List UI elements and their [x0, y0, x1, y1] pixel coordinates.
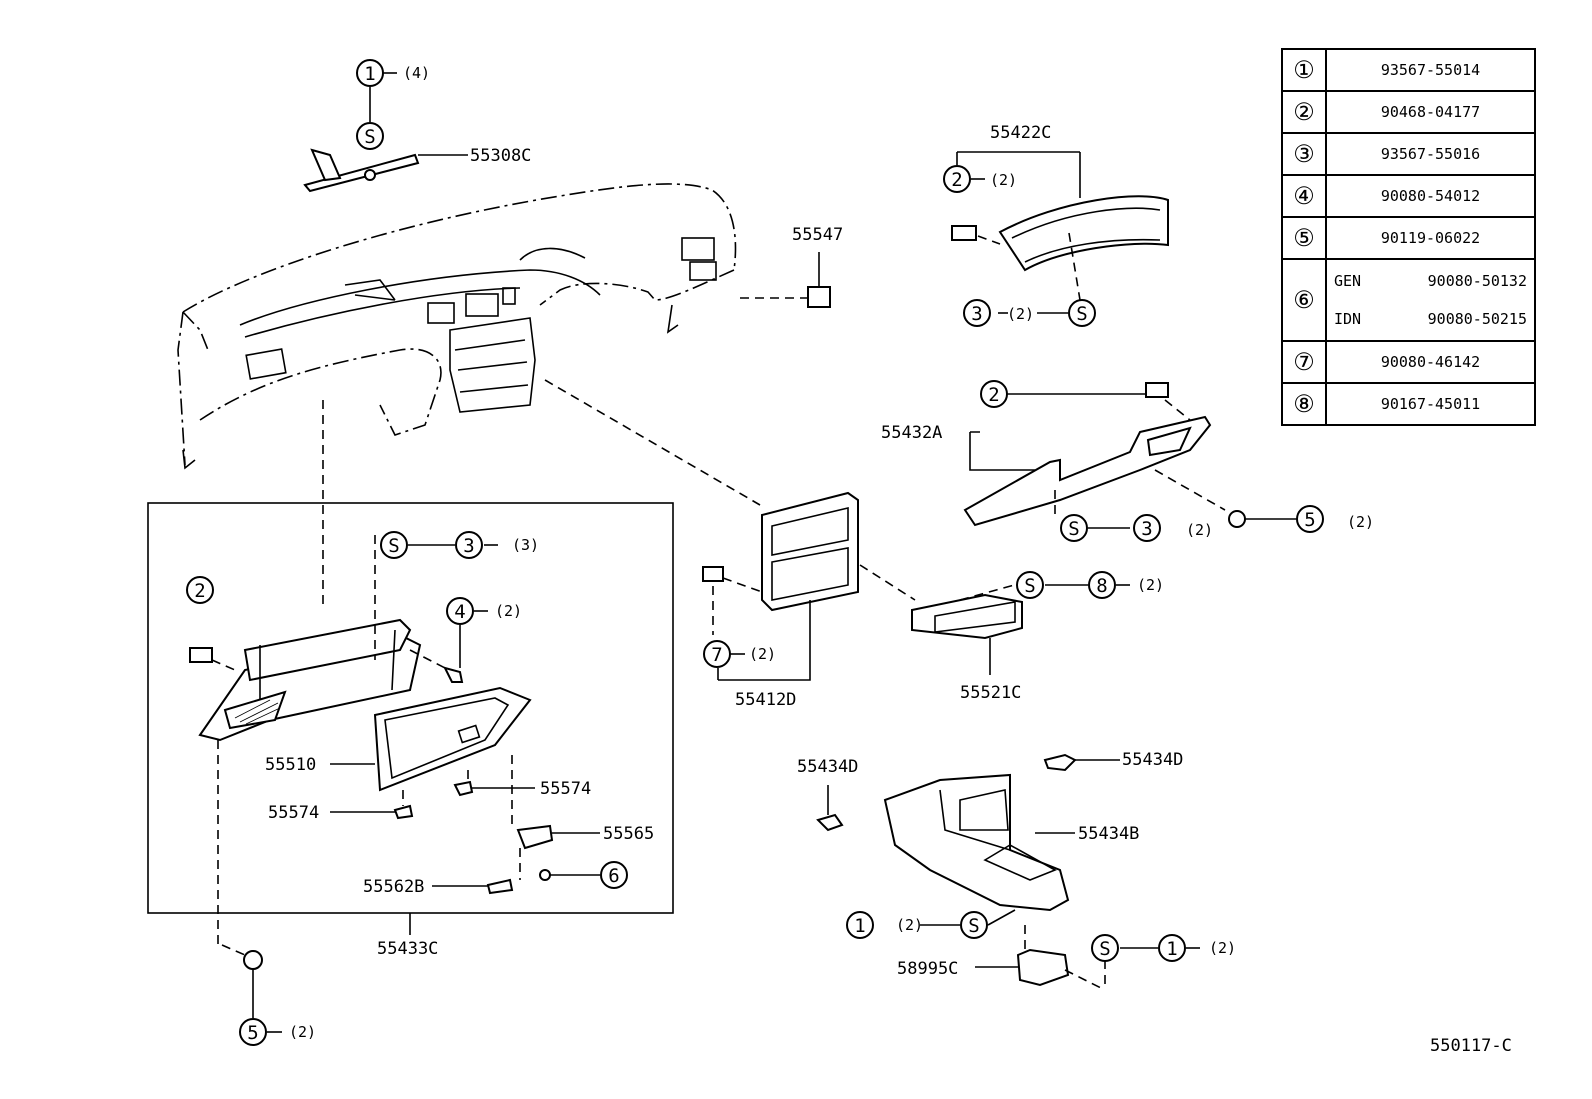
- qty-label: (2): [495, 602, 522, 620]
- cluster-hood-55422C: [951, 151, 1169, 314]
- qty-label: (2): [1186, 521, 1213, 539]
- glove-box-door-55510: [330, 686, 600, 895]
- legend-variant: IDN 90080-50215: [1334, 310, 1527, 328]
- s-marker: S: [1076, 303, 1087, 325]
- part-label-55574: 55574: [268, 803, 319, 823]
- legend-value: 90167-45011: [1325, 382, 1536, 426]
- legend-value: 90080-54012: [1325, 174, 1536, 218]
- instrument-panel: [177, 183, 737, 470]
- part-label-55562B: 55562B: [363, 877, 424, 897]
- marker-2: 2: [194, 580, 205, 602]
- s-marker: S: [1068, 518, 1079, 540]
- legend-marker: ⑦: [1281, 340, 1327, 384]
- legend-value: 90080-46142: [1325, 340, 1536, 384]
- legend-value: 90468-04177: [1325, 90, 1536, 134]
- marker-5: 5: [247, 1022, 258, 1044]
- qty-label: (3): [512, 536, 539, 554]
- legend-value: 93567-55014: [1325, 48, 1536, 92]
- console-55434B: [816, 753, 1200, 991]
- marker-2: 2: [951, 169, 962, 191]
- part-label-55547: 55547: [792, 225, 843, 245]
- legend-marker: ①: [1281, 48, 1327, 92]
- drawing-id: 550117-C: [1430, 1036, 1512, 1056]
- marker-6: 6: [608, 865, 619, 887]
- qty-label: (2): [289, 1023, 316, 1041]
- screw-bottom-left: [243, 950, 263, 970]
- qty-label: (2): [1209, 939, 1236, 957]
- marker-3: 3: [463, 535, 474, 557]
- marker-1: 1: [854, 915, 865, 937]
- marker-5: 5: [1304, 509, 1315, 531]
- legend-marker: ⑥: [1281, 258, 1327, 342]
- legend-variant-code: IDN: [1334, 310, 1362, 328]
- legend-variant-code: GEN: [1334, 272, 1362, 290]
- lower-trim-55432A: [963, 382, 1297, 529]
- marker-4: 4: [454, 601, 465, 623]
- legend-marker: ⑤: [1281, 216, 1327, 260]
- qty-label: (2): [896, 916, 923, 934]
- qty-label: (2): [1347, 513, 1374, 531]
- s-marker: S: [968, 915, 979, 937]
- s-marker: S: [1099, 938, 1110, 960]
- bezel-55412D: [702, 491, 916, 681]
- s-marker: S: [388, 535, 399, 557]
- part-label-58995C: 58995C: [897, 959, 958, 979]
- legend-variant-value: 90080-50215: [1427, 310, 1527, 328]
- legend-marker: ②: [1281, 90, 1327, 134]
- box-55521C: [911, 583, 1130, 675]
- glove-box-55433C: [189, 535, 498, 742]
- part-label-55433C: 55433C: [377, 939, 438, 959]
- part-label-55521C: 55521C: [960, 683, 1021, 703]
- part-label-55510: 55510: [265, 755, 316, 775]
- qty-label: (2): [1137, 576, 1164, 594]
- legend-marker: ③: [1281, 132, 1327, 176]
- qty-label: (2): [1007, 305, 1034, 323]
- legend-marker: ⑧: [1281, 382, 1327, 426]
- legend-marker: ④: [1281, 174, 1327, 218]
- marker-2: 2: [988, 384, 999, 406]
- marker-3: 3: [1141, 518, 1152, 540]
- part-label-55434D: 55434D: [1122, 750, 1183, 770]
- part-label-55565: 55565: [603, 824, 654, 844]
- marker-3: 3: [971, 303, 982, 325]
- part-label-55434B: 55434B: [1078, 824, 1139, 844]
- marker-7: 7: [711, 644, 722, 666]
- s-marker: S: [1024, 575, 1035, 597]
- legend-variant: GEN 90080-50132: [1334, 272, 1527, 290]
- qty-label: (4): [403, 64, 430, 82]
- bracket-55308C: [303, 148, 468, 193]
- marker-8: 8: [1096, 575, 1107, 597]
- marker-1: 1: [1166, 938, 1177, 960]
- part-label-55432A: 55432A: [881, 423, 942, 443]
- s-marker: S: [364, 126, 375, 148]
- legend-value: 93567-55016: [1325, 132, 1536, 176]
- clip-55547: [807, 252, 831, 308]
- qty-label: (2): [749, 645, 776, 663]
- part-label-55412D: 55412D: [735, 690, 796, 710]
- qty-label: (2): [990, 171, 1017, 189]
- legend-variant-value: 90080-50132: [1427, 272, 1527, 290]
- part-label-55574: 55574: [540, 779, 591, 799]
- part-label-55308C: 55308C: [470, 146, 531, 166]
- marker-1: 1: [364, 63, 375, 85]
- part-label-55434D: 55434D: [797, 757, 858, 777]
- legend-value: 90119-06022: [1325, 216, 1536, 260]
- part-label-55422C: 55422C: [990, 123, 1051, 143]
